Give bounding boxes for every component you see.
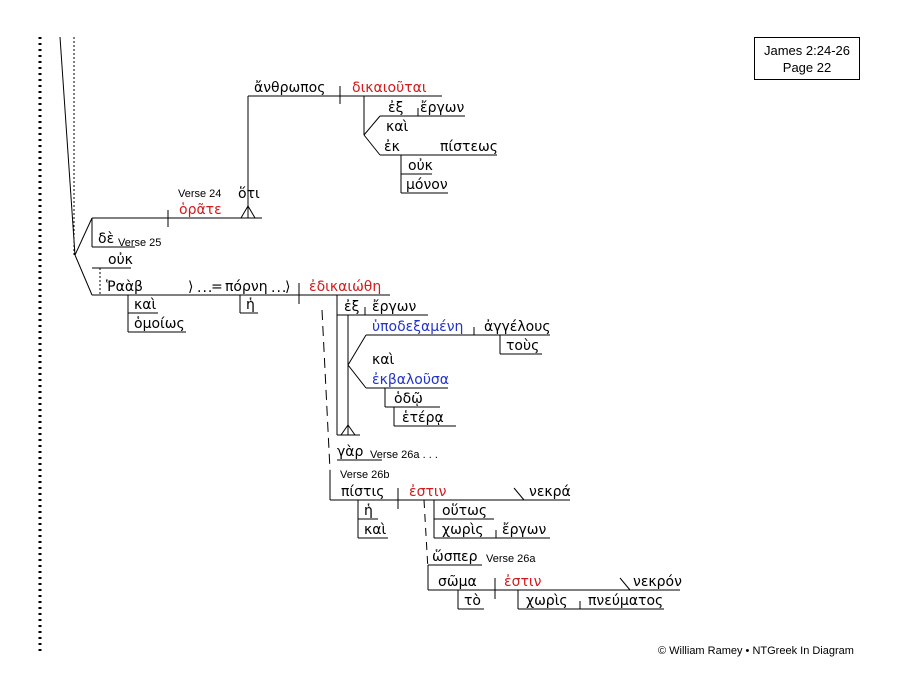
word-tous: τοὺς [506,338,540,354]
dots-1: ... [197,280,214,296]
word-pneumatos: πνεύματος [588,593,664,609]
word-de: δὲ [98,231,115,247]
word-ouk-2: οὐκ [108,252,133,268]
zigzag-1: ⟩ [188,279,194,295]
word-soma: σῶμα [438,574,477,590]
word-nekron: νεκρόν [633,574,682,590]
pedestal [340,424,356,436]
reference-box: James 2:24-26 Page 22 [754,37,860,80]
slant [363,115,381,136]
word-hypodexamene: ὑποδεξαμένη [372,319,464,335]
connector-line [59,36,76,256]
word-gar: γὰρ [337,444,364,460]
word-monon: μόνον [406,177,448,193]
word-he-2: ἡ [364,503,373,519]
word-ekbalousa: ἐκβαλοῦσα [372,372,450,388]
pedestal [240,205,256,219]
word-ergon-3: ἔργων [502,522,547,538]
zigzag-2: ⟩ [285,279,291,295]
word-hosper: ὥσπερ [432,549,478,565]
label-verse26a-hosper: Verse 26a [486,553,536,565]
word-ex-1: ἐξ [388,100,404,116]
word-kai-2: καὶ [134,297,157,313]
connector-line [74,217,93,256]
label-verse25: Verse 25 [118,237,162,249]
word-kai-1: καὶ [386,119,409,135]
word-edikaiothe: ἐδικαιώθη [309,279,382,295]
word-choris-2: χωρὶς [526,593,568,609]
slant [347,334,367,366]
word-horate: ὁρᾶτε [179,202,222,218]
symbol-equals: = [211,279,223,295]
word-ergon-2: ἔργων [372,299,417,315]
dots-2: ... [271,280,288,296]
word-to: τὸ [464,593,481,609]
word-homoios: ὁμοίως [134,316,185,332]
reference-passage: James 2:24-26 [764,43,850,58]
copyright-notice: © William Ramey • NTGreek In Diagram [658,645,854,657]
word-hetera: ἑτέρᾳ [402,410,444,426]
word-rhaab: Ῥαὰβ [106,279,143,295]
word-pisteos: πίστεως [440,139,498,155]
label-verse24: Verse 24 [178,188,222,200]
word-houtos: οὕτως [442,503,488,519]
slant [363,134,381,156]
word-pistis: πίστις [341,484,385,500]
label-verse26b: Verse 26b [340,469,390,481]
word-dikaioutai: δικαιοῦται [352,80,427,96]
word-nekra: νεκρά [529,484,571,500]
word-angelous: ἀγγέλους [484,319,551,335]
word-porne: πόρνη [225,279,268,295]
word-choris-1: χωρὶς [442,522,484,538]
word-estin-1: ἐστιν [409,484,447,500]
dashed-connector [423,499,429,571]
word-kai-3: καὶ [372,352,395,368]
dashed-connector [321,309,331,471]
word-ouk-1: οὐκ [408,158,433,174]
label-verse26a-gar: Verse 26a . . . [370,449,438,461]
word-he: ἡ [246,297,255,313]
slant-divider [513,487,525,501]
word-hodo: ὁδῷ [394,391,423,407]
slant-divider [619,577,631,591]
word-hoti: ὅτι [238,186,260,202]
word-ex-2: ἐξ [344,299,360,315]
slant [347,364,367,389]
word-estin-2: ἐστιν [504,574,542,590]
word-kai-4: καὶ [364,522,387,538]
connector-line [74,254,93,296]
word-ergon-1: ἔργων [420,100,465,116]
word-ek: ἐκ [384,139,400,155]
reference-page: Page 22 [782,60,832,75]
word-anthropos: ἄνθρωπος [254,80,326,96]
